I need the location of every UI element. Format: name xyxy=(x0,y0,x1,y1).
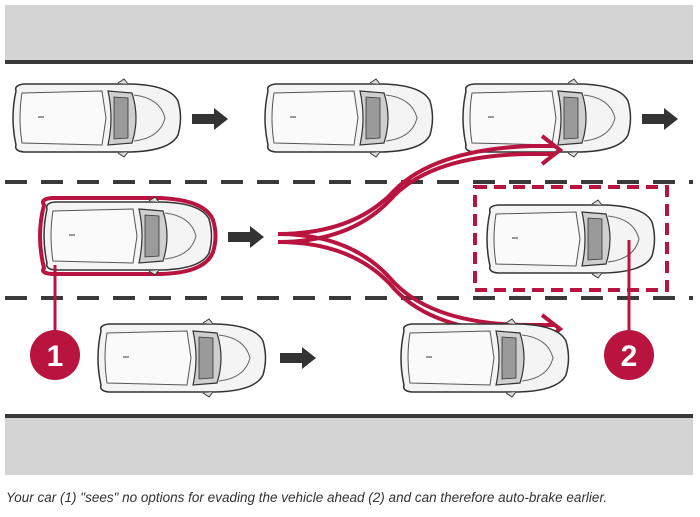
car-bottom-lane-1 xyxy=(97,318,267,398)
direction-arrow xyxy=(228,226,264,248)
evasion-path-left xyxy=(277,144,555,236)
marker-1-label: 1 xyxy=(47,340,64,373)
bottom-road-edge xyxy=(5,414,693,418)
direction-arrow xyxy=(280,347,316,369)
figure-caption: Your car (1) "sees" no options for evadi… xyxy=(6,490,608,505)
bottom-shoulder xyxy=(5,418,693,475)
own-car-highlight xyxy=(38,196,218,276)
marker-2-badge xyxy=(604,330,654,380)
car-top-lane-1 xyxy=(12,78,182,158)
car-bottom-lane-2 xyxy=(400,318,570,398)
vehicle-ahead-highlight xyxy=(473,185,669,292)
marker-2-label: 2 xyxy=(621,340,638,373)
evasion-path-right xyxy=(277,232,555,327)
evasion-arrowhead-left xyxy=(540,134,564,166)
top-shoulder xyxy=(5,5,693,60)
car-top-lane-2 xyxy=(264,78,434,158)
evasion-diagram: 1 2 xyxy=(5,5,693,475)
direction-arrow xyxy=(192,108,228,130)
marker-1-badge xyxy=(30,330,80,380)
top-road-edge xyxy=(5,60,693,64)
own-car xyxy=(43,196,213,276)
direction-arrow xyxy=(642,108,678,130)
